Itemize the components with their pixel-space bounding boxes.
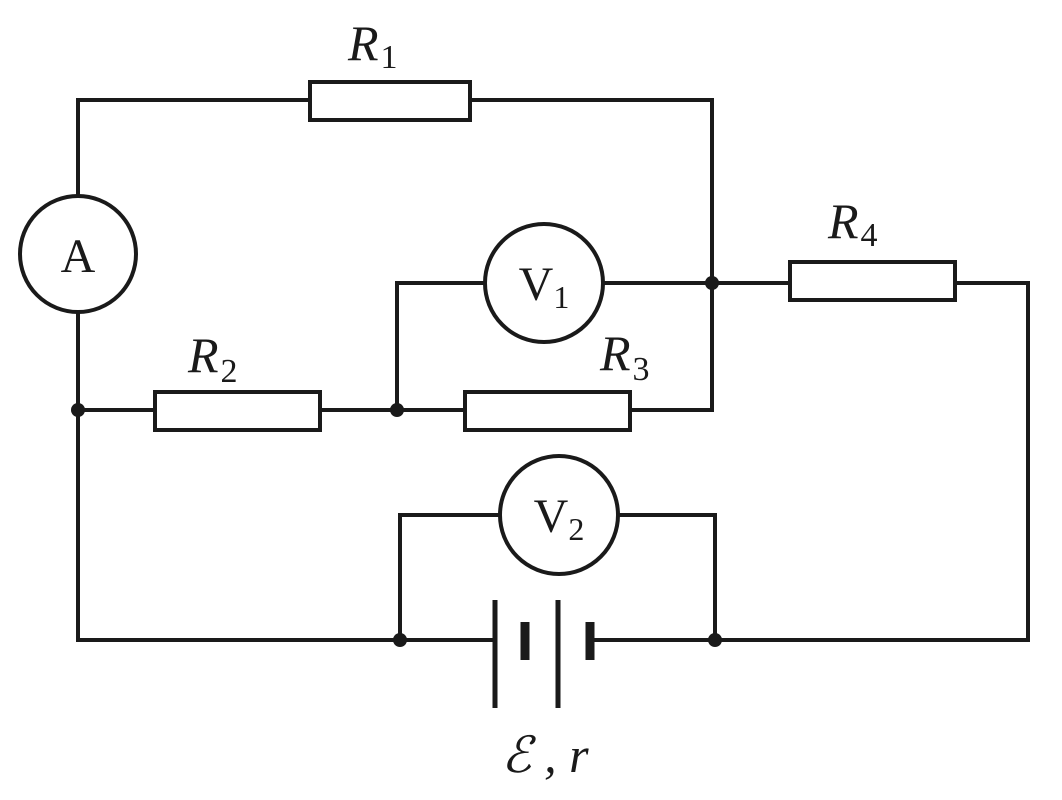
resistor-r2	[153, 390, 322, 432]
junction-dot-source-right	[708, 633, 722, 647]
source-label: ℰ , r	[501, 727, 589, 783]
battery-source	[492, 600, 595, 708]
junction-dot-right	[705, 276, 719, 290]
label-r1-sub: 1	[381, 39, 398, 76]
label-r4: R4	[827, 193, 878, 254]
resistor-r4	[788, 260, 957, 302]
resistor-r1	[308, 80, 472, 122]
label-r3: R3	[599, 325, 650, 388]
voltmeter-v2: V2	[498, 454, 620, 576]
voltmeter-v2-sub: 2	[568, 511, 584, 547]
ammeter-circle	[18, 194, 138, 314]
junction-dot-r2-r3	[390, 403, 404, 417]
ammeter: A	[18, 194, 138, 314]
label-r3-main: R	[599, 325, 631, 381]
voltmeter-v2-label: V2	[534, 490, 585, 547]
voltmeter-v1-label: V1	[519, 258, 570, 315]
label-r2-sub: 2	[221, 353, 238, 390]
label-r2: R2	[187, 327, 238, 390]
voltmeter-v2-main: V	[534, 490, 569, 543]
label-r1: R1	[347, 15, 398, 76]
voltmeter-v1: V1	[483, 222, 605, 344]
ammeter-label: A	[61, 230, 96, 283]
label-r2-main: R	[187, 327, 219, 383]
wires	[76, 98, 1030, 642]
voltmeter-v2-circle	[498, 454, 620, 576]
label-r1-main: R	[347, 15, 379, 71]
junction-dot-source-left	[393, 633, 407, 647]
voltmeter-v1-main: V	[519, 258, 554, 311]
junctions	[71, 276, 722, 647]
voltmeter-v1-sub: 1	[553, 279, 569, 315]
voltmeter-v1-circle	[483, 222, 605, 344]
label-r3-sub: 3	[633, 351, 650, 388]
resistor-r3	[463, 390, 632, 432]
label-r4-sub: 4	[861, 217, 878, 254]
label-r4-main: R	[827, 193, 859, 249]
junction-dot-left	[71, 403, 85, 417]
